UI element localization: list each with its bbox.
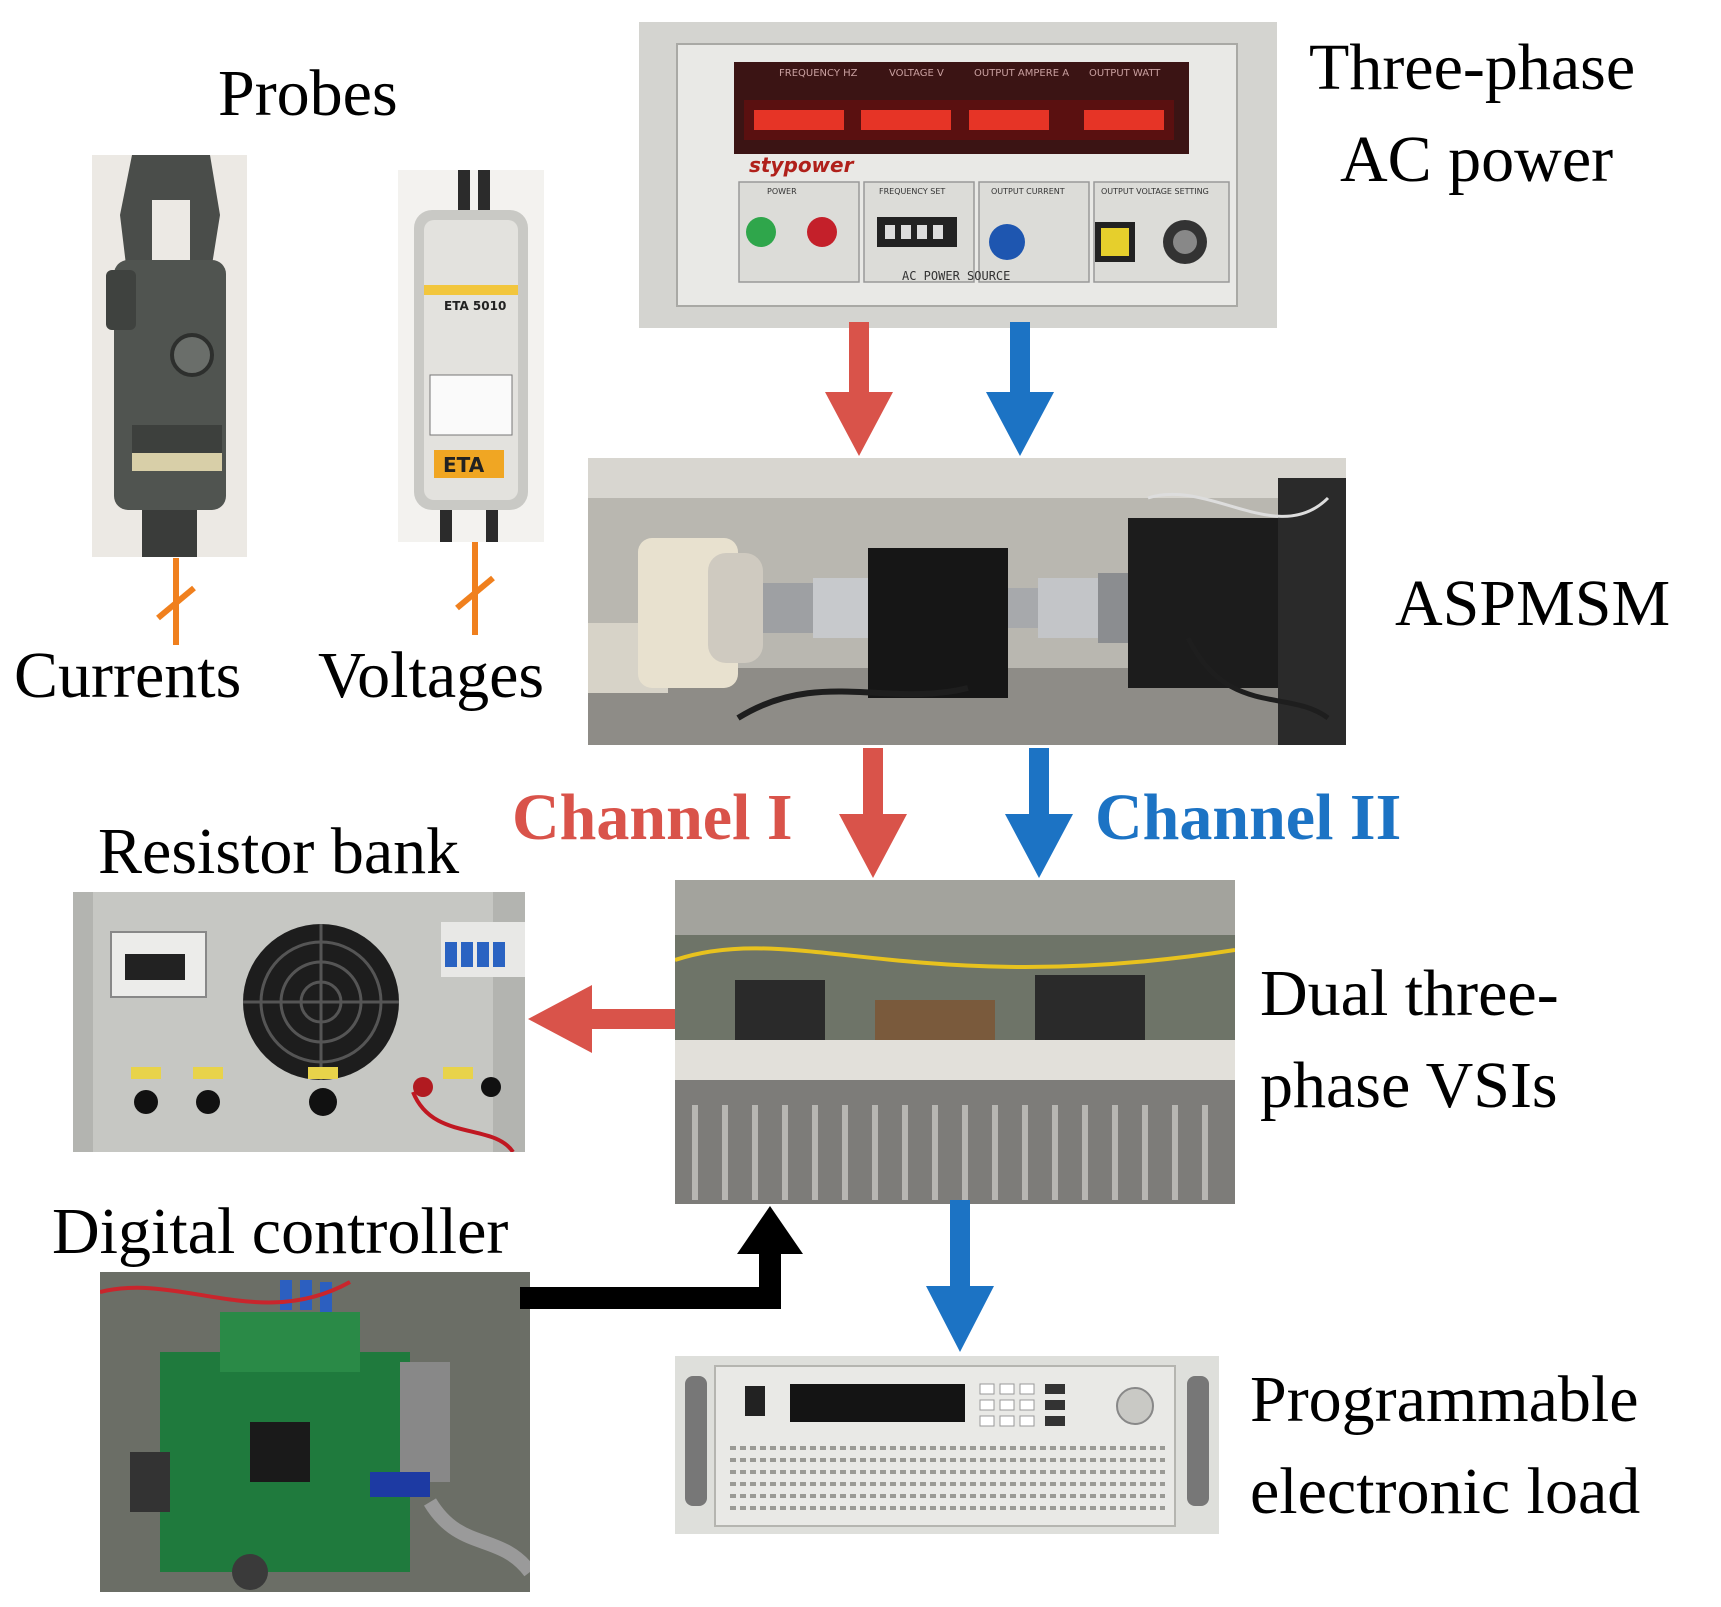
ac-display-label: FREQUENCY HZ — [779, 68, 858, 79]
ac-brand-logo: stypower — [749, 153, 855, 177]
dual-vsi-photo — [675, 880, 1235, 1204]
ac-panel-label: POWER — [767, 187, 797, 196]
voltage-probe-model: ETA 5010 — [444, 299, 506, 313]
arrow-motor-to-vsi-channel-2 — [1005, 748, 1073, 878]
ac-panel-label: FREQUENCY SET — [879, 187, 945, 196]
ac-panel-label: OUTPUT VOLTAGE SETTING — [1101, 187, 1209, 196]
voltage-probe-brand: ETA — [443, 453, 485, 477]
digital-controller-label: Digital controller — [52, 1195, 509, 1268]
current-probe-photo — [92, 155, 247, 557]
electronic-load-label-line1: Programmable — [1250, 1363, 1639, 1436]
resistor-bank-label: Resistor bank — [98, 815, 460, 888]
ac-panel-label: OUTPUT CURRENT — [991, 187, 1065, 196]
arrow-controller-to-vsi — [520, 1206, 803, 1309]
arrow-vsi-to-resistor-bank — [528, 985, 675, 1053]
voltage-probe-line — [455, 542, 495, 635]
probes-label: Probes — [218, 57, 398, 130]
digital-controller-photo — [100, 1272, 530, 1592]
ac-display-label: OUTPUT AMPERE A — [974, 68, 1069, 79]
arrow-ac-to-motor-channel-2 — [986, 322, 1054, 456]
ac-display-label: OUTPUT WATT — [1089, 68, 1161, 79]
vsi-label-line1: Dual three- — [1260, 957, 1559, 1030]
aspmsm-label: ASPMSM — [1395, 567, 1671, 640]
arrow-motor-to-vsi-channel-1 — [839, 748, 907, 878]
resistor-bank-photo — [73, 892, 525, 1152]
ac-display-label: VOLTAGE V — [889, 68, 944, 79]
electronic-load-label-line2: electronic load — [1250, 1455, 1641, 1528]
currents-label: Currents — [14, 639, 242, 712]
ac-power-source-photo: FREQUENCY HZ VOLTAGE V OUTPUT AMPERE A O… — [639, 22, 1277, 328]
voltages-label: Voltages — [318, 639, 545, 712]
vsi-label-line2: phase VSIs — [1260, 1049, 1558, 1122]
aspmsm-motor-photo — [588, 458, 1346, 745]
electronic-load-photo — [675, 1356, 1219, 1534]
channel-1-label: Channel I — [512, 781, 793, 854]
arrow-vsi-to-electronic-load — [926, 1200, 994, 1352]
ac-source-label: AC POWER SOURCE — [902, 269, 1010, 283]
ac-power-label-line1: Three-phase — [1309, 31, 1636, 104]
current-probe-line — [156, 558, 196, 645]
ac-power-label-line2: AC power — [1340, 123, 1614, 196]
voltage-probe-photo: ETA 5010 ETA — [398, 170, 544, 542]
arrow-ac-to-motor-channel-1 — [825, 322, 893, 456]
channel-2-label: Channel II — [1095, 781, 1402, 854]
